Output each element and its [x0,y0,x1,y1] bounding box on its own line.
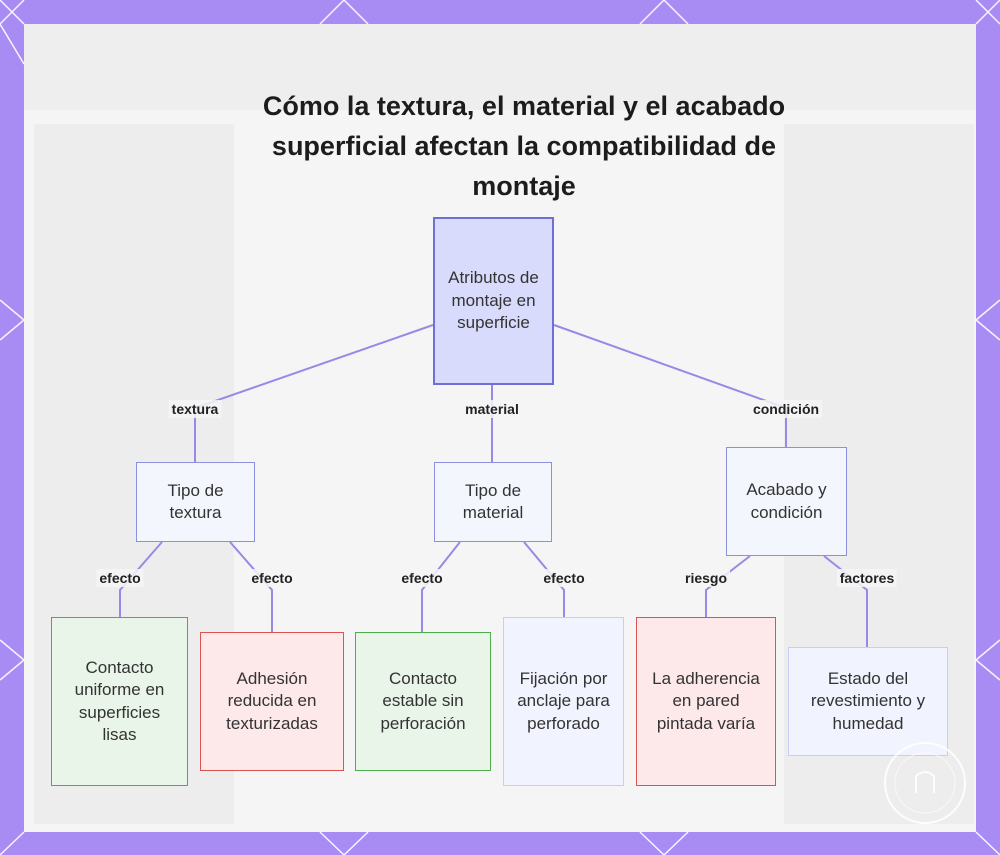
background-photo-band [24,24,976,110]
node-anchor-fixing: Fijación por anclaje para perforado [503,617,624,786]
node-smooth-contact: Contacto uniforme en superficies lisas [51,617,188,786]
node-reduced-adhesion: Adhesión reducida en texturizadas [200,632,344,771]
node-coating-state-label: Estado del revestimiento y humedad [810,668,926,733]
node-finish-condition: Acabado y condición [726,447,847,556]
diagram-title: Cómo la textura, el material y el acabad… [262,91,786,201]
watermark-logo-icon [884,742,966,824]
node-coating-state: Estado del revestimiento y humedad [788,647,948,756]
edge-label-material: material [462,400,522,418]
edge-label-efecto: efecto [398,569,446,587]
node-root: Atributos de montaje en superficie [433,217,554,385]
node-material-type-label: Tipo de material [462,480,524,523]
node-material-type: Tipo de material [434,462,552,542]
node-stable-contact-label: Contacto estable sin perforación [380,668,466,733]
node-smooth-contact-label: Contacto uniforme en superficies lisas [74,657,165,745]
diagram-canvas: Cómo la textura, el material y el acabad… [24,24,976,832]
node-reduced-adhesion-label: Adhesión reducida en texturizadas [226,668,318,733]
edge-label-factores: factores [836,569,898,587]
edge-label-efecto: efecto [540,569,588,587]
node-finish-condition-label: Acabado y condición [746,480,827,522]
node-texture-type: Tipo de textura [136,462,255,542]
edge-label-textura: textura [168,400,222,418]
node-stable-contact: Contacto estable sin perforación [355,632,491,771]
edge-label-efecto: efecto [248,569,296,587]
node-paint-adherence: La adherencia en pared pintada varía [636,617,776,786]
node-anchor-fixing-label: Fijación por anclaje para perforado [517,668,610,733]
node-paint-adherence-label: La adherencia en pared pintada varía [652,668,760,733]
edge-label-efecto: efecto [96,569,144,587]
edge-label-riesgo: riesgo [681,569,731,587]
node-root-label: Atributos de montaje en superficie [448,268,539,333]
node-texture-type-label: Tipo de textura [167,480,224,523]
edge-label-condicion: condición [749,400,823,418]
